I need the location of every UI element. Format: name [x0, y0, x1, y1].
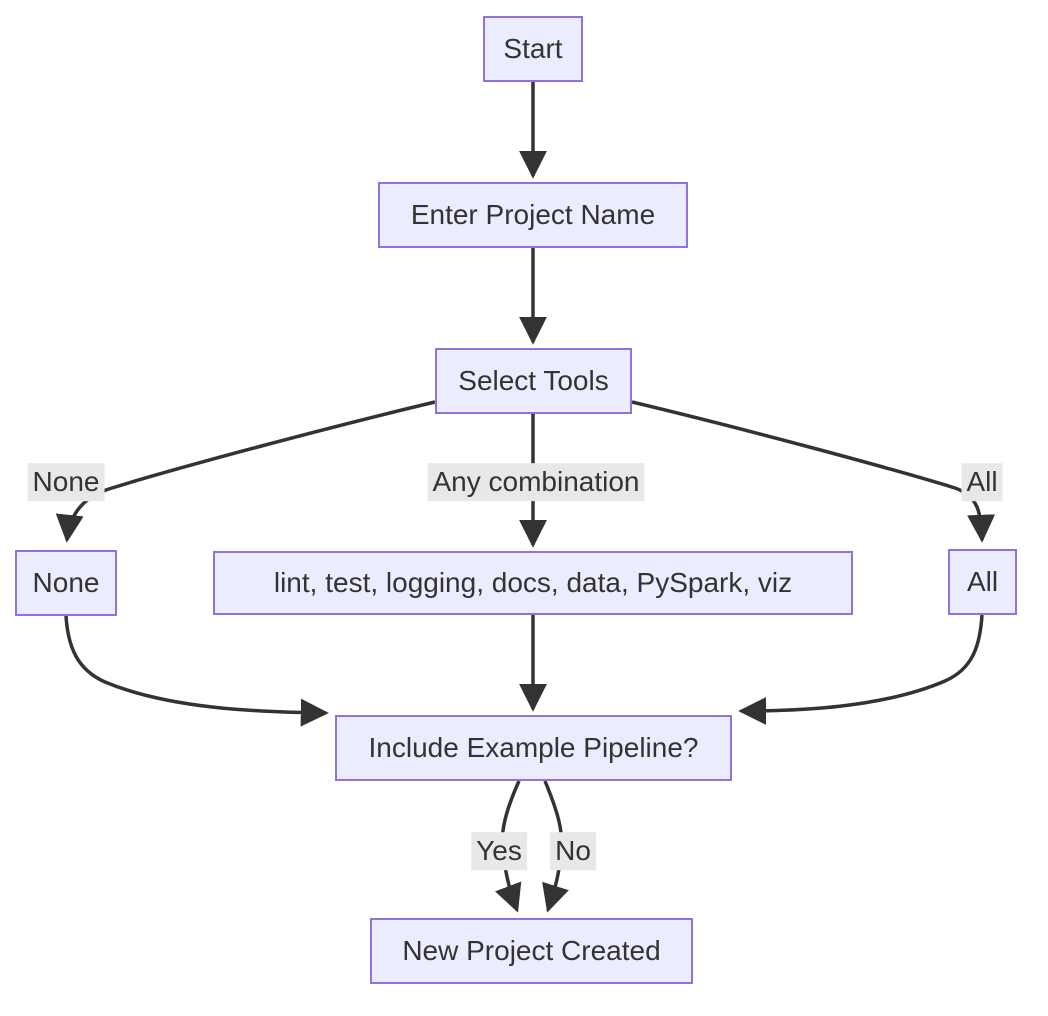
node-new-project-created: New Project Created	[370, 918, 693, 984]
edge-all-to-include-pipeline	[738, 614, 984, 725]
edge-label-all: All	[961, 463, 1003, 501]
edge-select-tools-to-all	[631, 400, 996, 543]
node-start: Start	[483, 16, 583, 82]
edge-label-yes: Yes	[471, 832, 527, 870]
edge-select-tools-to-none	[55, 400, 436, 543]
node-enter-project-name: Enter Project Name	[378, 182, 688, 248]
node-tools-list: lint, test, logging, docs, data, PySpark…	[213, 551, 853, 615]
edge-label-none: None	[27, 463, 105, 501]
edge-label-any-combination: Any combination	[427, 463, 645, 501]
edge-label-no: No	[550, 832, 596, 870]
node-none: None	[15, 550, 117, 616]
node-select-tools: Select Tools	[435, 348, 632, 414]
node-include-example-pipeline: Include Example Pipeline?	[335, 715, 732, 781]
node-all: All	[948, 549, 1017, 615]
edge-none-to-include-pipeline	[64, 615, 329, 727]
